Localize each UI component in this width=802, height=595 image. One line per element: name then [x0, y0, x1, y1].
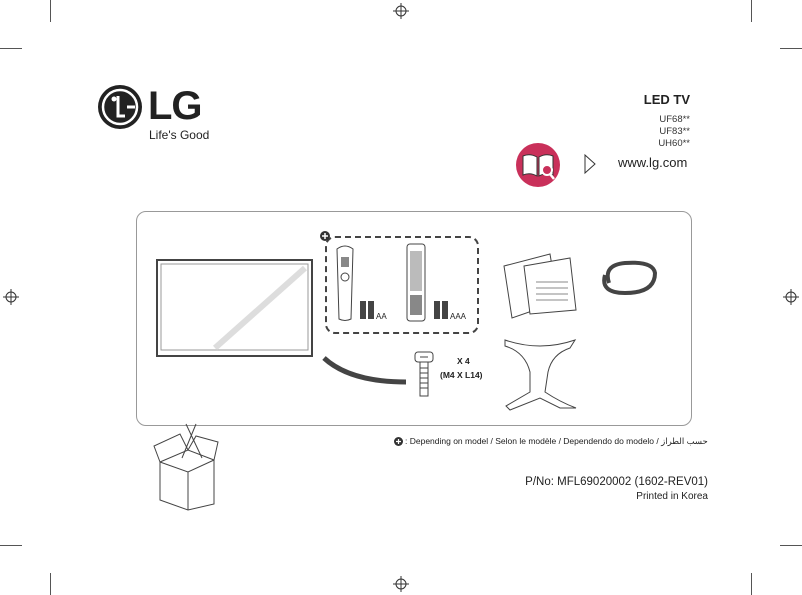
- depending-on-model-note: : Depending on model / Selon le modèle /…: [405, 436, 708, 446]
- model-number: UF68**: [659, 114, 690, 125]
- part-number: P/No: MFL69020002 (1602-REV01): [525, 476, 708, 488]
- crop-mark: [751, 573, 752, 595]
- tv-illustration: [156, 259, 313, 357]
- registration-mark-icon: [3, 289, 19, 305]
- printed-in: Printed in Korea: [636, 491, 708, 502]
- model-number: UH60**: [658, 138, 690, 149]
- registration-mark-icon: [393, 3, 409, 19]
- optional-plus-icon: [320, 231, 330, 241]
- screw-icon: [414, 351, 434, 397]
- aaa-batteries-icon: [434, 301, 448, 319]
- play-arrow-icon: [584, 153, 596, 175]
- package-box-illustration: [153, 423, 219, 511]
- lg-logo-icon: [98, 85, 142, 129]
- registration-mark-icon: [783, 289, 799, 305]
- stand-base-illustration: [504, 339, 577, 411]
- crop-mark: [0, 48, 22, 49]
- standard-remote-illustration: [406, 243, 426, 322]
- brand-tagline: Life's Good: [149, 128, 210, 142]
- crop-mark: [780, 545, 802, 546]
- manuals-illustration: [503, 253, 577, 319]
- stand-bracket-illustration: [322, 356, 407, 385]
- website-link[interactable]: www.lg.com: [618, 155, 688, 170]
- registration-mark-icon: [393, 576, 409, 592]
- crop-mark: [0, 545, 22, 546]
- model-number: UF83**: [659, 126, 690, 137]
- power-cord-illustration: [602, 260, 658, 296]
- crop-mark: [751, 0, 752, 22]
- screw-size: (M4 X L14): [440, 370, 483, 380]
- magic-remote-illustration: [336, 245, 354, 321]
- product-title: LED TV: [643, 92, 690, 107]
- battery-aa-label: AA: [376, 312, 387, 321]
- crop-mark: [780, 48, 802, 49]
- brand-name: LG: [148, 84, 203, 128]
- package-contents-box: [136, 211, 692, 426]
- crop-mark: [50, 0, 51, 22]
- optional-items-group: [325, 236, 479, 334]
- manual-book-icon: [516, 143, 560, 187]
- optional-plus-icon: [394, 437, 403, 446]
- aa-batteries-icon: [360, 301, 374, 319]
- crop-mark: [50, 573, 51, 595]
- screw-count: X 4: [457, 356, 470, 366]
- battery-aaa-label: AAA: [450, 312, 467, 321]
